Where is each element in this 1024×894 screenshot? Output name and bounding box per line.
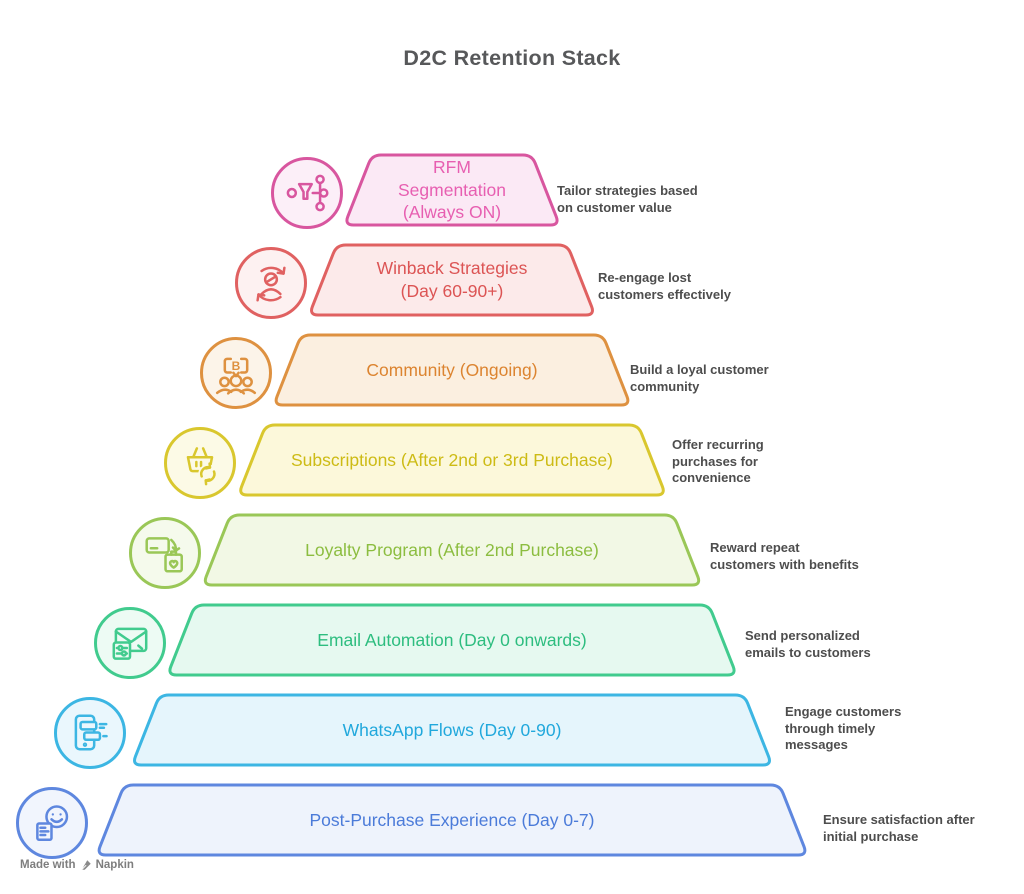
layer-description: Offer recurring purchases for convenienc… — [672, 437, 764, 485]
footer-brand-text: Napkin — [95, 859, 134, 871]
layer-description: Tailor strategies based on customer valu… — [557, 183, 698, 215]
layer-description: Reward repeat customers with benefits — [710, 540, 859, 572]
card-reward-tag-icon — [129, 517, 201, 589]
svg-text:B: B — [232, 359, 241, 373]
pen-nib-icon — [80, 859, 92, 871]
pyramid-layer-shape — [345, 153, 559, 227]
pyramid-layer-shape — [274, 333, 630, 407]
pyramid-layer-shape — [168, 603, 736, 677]
pyramid-layer-shape — [310, 243, 594, 317]
winback-refresh-user-icon — [235, 247, 307, 319]
phone-chat-flow-icon — [54, 697, 126, 769]
pyramid-layer-shape — [203, 513, 701, 587]
community-people-icon: B — [200, 337, 272, 409]
layer-description: Engage customers through timely messages — [785, 704, 902, 752]
segmentation-funnel-icon — [271, 157, 343, 229]
layer-description: Build a loyal customer community — [630, 362, 769, 394]
made-with-napkin-link[interactable]: Made with Napkin — [20, 859, 134, 871]
pyramid-layer-shape — [133, 693, 771, 767]
pyramid-layer-shape — [97, 783, 807, 857]
layer-description: Ensure satisfaction after initial purcha… — [823, 812, 975, 844]
page-title: D2C Retention Stack — [403, 46, 621, 70]
smiley-package-icon — [16, 787, 88, 859]
layer-description: Send personalized emails to customers — [745, 628, 871, 660]
footer-made-with-text: Made with — [20, 859, 76, 871]
basket-refresh-icon — [164, 427, 236, 499]
email-automation-icon — [94, 607, 166, 679]
pyramid-layer-shape — [239, 423, 665, 497]
layer-description: Re-engage lost customers effectively — [598, 270, 731, 302]
